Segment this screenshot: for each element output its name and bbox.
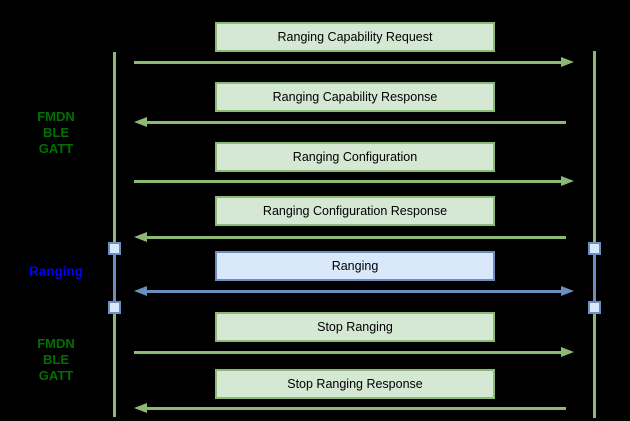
arrowhead-left-icon <box>134 117 147 127</box>
activation-marker <box>588 242 601 255</box>
phase-label-fmdn-ble-gatt-bottom: FMDN BLE GATT <box>0 336 112 384</box>
message-arrow-right <box>134 176 574 187</box>
message-box: Ranging Configuration <box>215 142 495 172</box>
phase-label-line: FMDN <box>37 336 75 351</box>
right-ranging-connector <box>593 249 596 309</box>
message-arrow-left <box>134 232 574 243</box>
message-arrow-bidirectional <box>134 286 574 297</box>
phase-label-line: BLE <box>43 125 69 140</box>
message-box: Ranging Capability Response <box>215 82 495 112</box>
message-arrow-right <box>134 347 574 358</box>
message-box: Ranging <box>215 251 495 281</box>
message-arrow-left <box>134 403 574 414</box>
arrow-line <box>146 290 562 293</box>
arrow-line <box>146 121 566 124</box>
message-box: Ranging Configuration Response <box>215 196 495 226</box>
phase-label-line: GATT <box>38 368 74 383</box>
arrowhead-right-icon <box>561 347 574 357</box>
activation-marker <box>588 301 601 314</box>
message-label: Ranging <box>331 259 379 273</box>
left-lifeline <box>113 52 116 417</box>
arrow-line <box>134 61 562 64</box>
arrowhead-right-icon <box>561 286 574 296</box>
arrow-line <box>146 407 566 410</box>
message-arrow-right <box>134 57 574 68</box>
arrowhead-right-icon <box>561 176 574 186</box>
arrow-line <box>134 351 562 354</box>
phase-label-line: Ranging <box>29 264 83 279</box>
arrowhead-left-icon <box>134 232 147 242</box>
left-ranging-connector <box>113 249 116 309</box>
message-label: Ranging Capability Request <box>277 30 433 44</box>
message-label: Ranging Configuration <box>292 150 418 164</box>
message-arrow-left <box>134 117 574 128</box>
arrowhead-right-icon <box>561 57 574 67</box>
message-label: Ranging Capability Response <box>272 90 438 104</box>
message-label: Ranging Configuration Response <box>262 204 448 218</box>
arrow-line <box>134 180 562 183</box>
right-lifeline <box>593 51 596 418</box>
activation-marker <box>108 242 121 255</box>
message-box: Ranging Capability Request <box>215 22 495 52</box>
arrowhead-left-icon <box>134 403 147 413</box>
message-box: Stop Ranging <box>215 312 495 342</box>
phase-label-ranging: Ranging <box>0 264 112 280</box>
phase-label-fmdn-ble-gatt-top: FMDN BLE GATT <box>0 109 112 157</box>
activation-marker <box>108 301 121 314</box>
message-label: Stop Ranging Response <box>287 377 423 391</box>
message-box: Stop Ranging Response <box>215 369 495 399</box>
phase-label-line: GATT <box>38 141 74 156</box>
arrowhead-left-icon <box>134 286 147 296</box>
phase-label-line: BLE <box>43 352 69 367</box>
phase-label-line: FMDN <box>37 109 75 124</box>
arrow-line <box>146 236 566 239</box>
message-label: Stop Ranging <box>317 320 393 334</box>
